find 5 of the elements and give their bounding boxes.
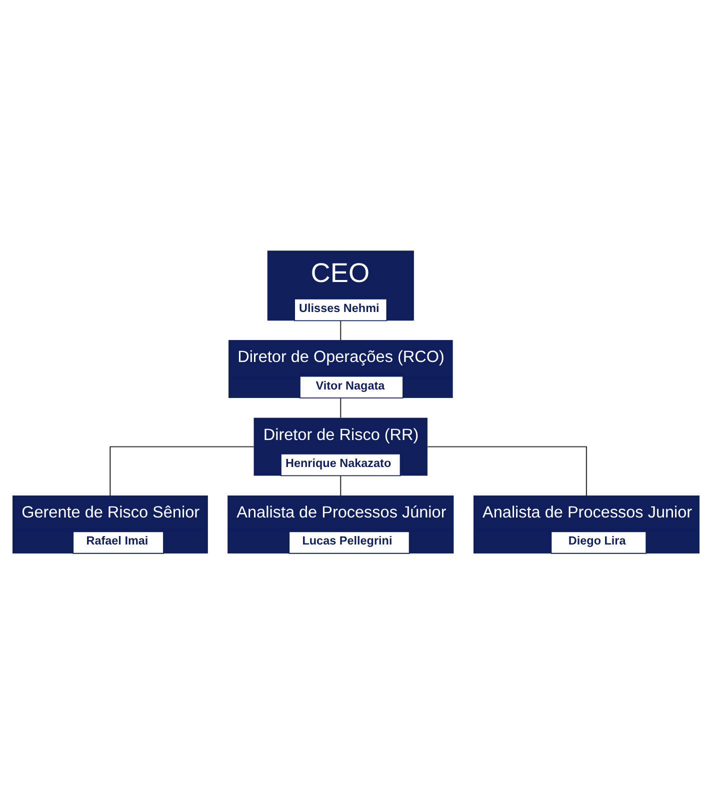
connector [428, 446, 587, 496]
connector [340, 320, 342, 340]
connector [110, 446, 254, 496]
connector [340, 475, 342, 495]
connector [340, 397, 342, 418]
